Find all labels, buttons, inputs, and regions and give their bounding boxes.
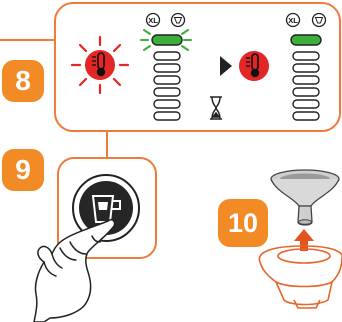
step-badge-8: 8: [2, 60, 44, 102]
xl-icon: [285, 12, 301, 28]
brew-button[interactable]: [72, 174, 140, 242]
reusable-filter-icon: [311, 12, 327, 28]
brew-basket-icon: [258, 245, 342, 309]
xl-label-after: XL: [288, 16, 298, 25]
pressing-hand: [33, 219, 116, 322]
indicator-light: [290, 34, 322, 46]
step8-panel: [54, 2, 341, 132]
indicator-light: [153, 75, 181, 85]
green-flash-rays: [140, 29, 192, 51]
reusable-filter-icon: [170, 12, 186, 28]
indicator-light: [292, 111, 320, 121]
indicator-light: [292, 63, 320, 73]
step-badge-9: 9: [2, 149, 44, 191]
indicator-light: [153, 111, 181, 121]
indicator-light: [292, 87, 320, 97]
indicator-light: [153, 87, 181, 97]
thermometer-icon: [239, 51, 269, 81]
funnel-icon: [270, 169, 340, 226]
flash-rays: [70, 35, 130, 95]
indicator-light: [292, 75, 320, 85]
indicator-light: [292, 51, 320, 61]
xl-icon: [145, 12, 161, 28]
indicator-light: [153, 99, 181, 109]
step9-frame: [57, 157, 157, 259]
indicator-light: [153, 63, 181, 73]
indicator-lights-after: [290, 34, 322, 121]
xl-label-before: XL: [148, 16, 158, 25]
arrow-up-icon: [294, 229, 314, 251]
indicator-lights-before: [151, 34, 183, 121]
play-arrow-icon: [220, 56, 232, 76]
thermometer-icon: [70, 35, 130, 95]
indicator-light: [151, 34, 183, 46]
hourglass-icon: [210, 96, 222, 120]
step-badge-10: 10: [218, 199, 268, 247]
indicator-light: [292, 99, 320, 109]
indicator-light: [153, 51, 181, 61]
